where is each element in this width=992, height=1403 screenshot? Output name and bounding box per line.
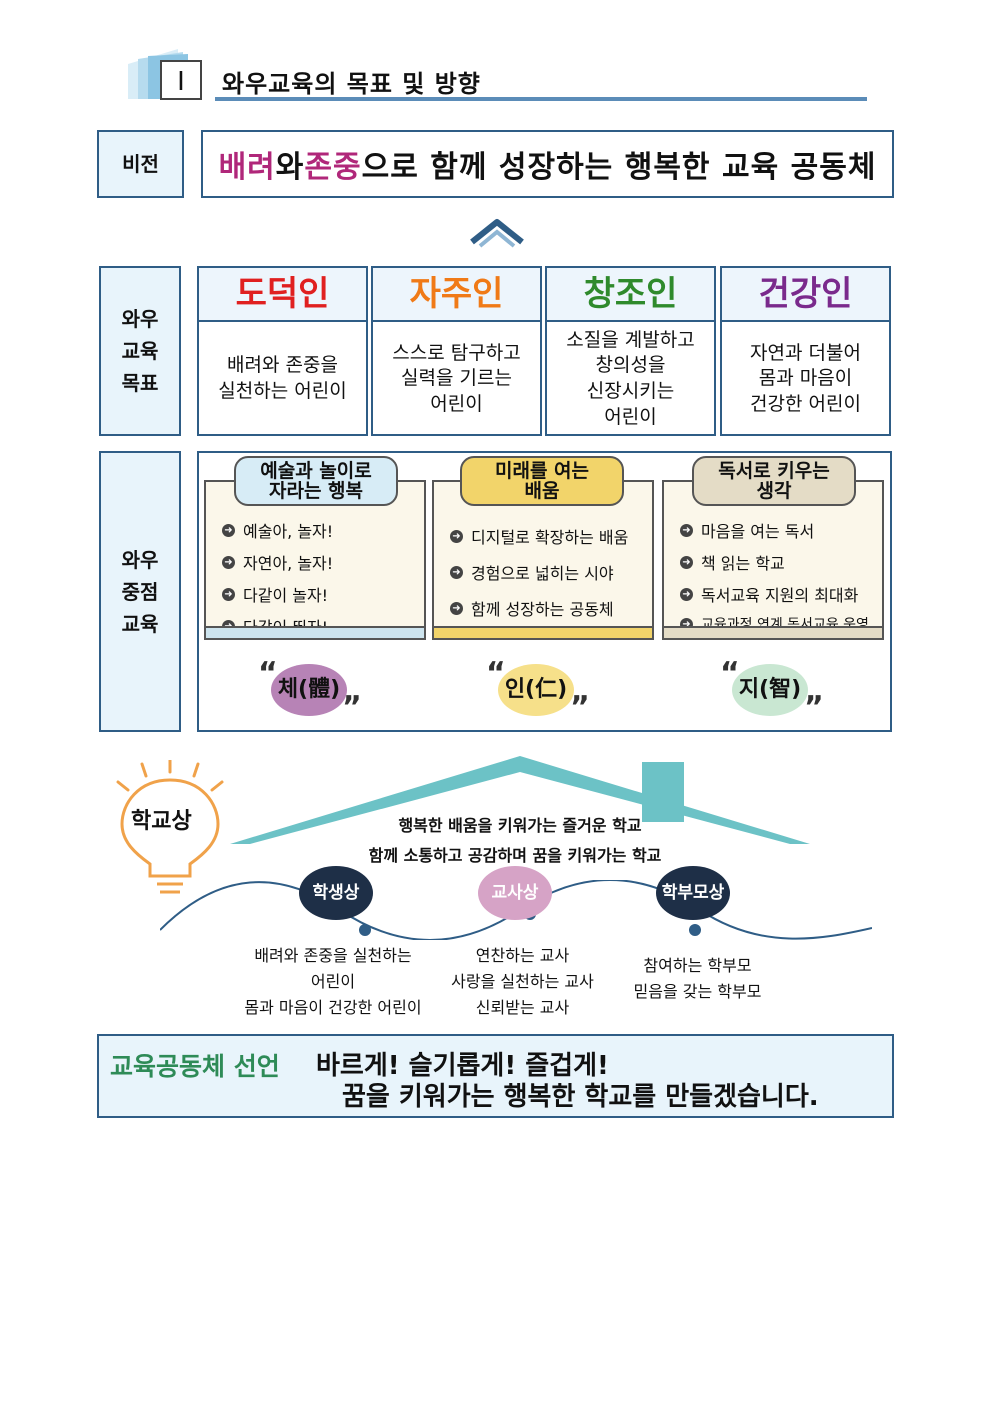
vision-word-consideration: 배려 xyxy=(218,150,276,185)
declaration-line-2: 꿈을 키워가는 행복한 학교를 만들겠습니다. xyxy=(342,1082,819,1112)
arrow-right-icon: ➜ xyxy=(450,601,463,615)
role-teacher: 교사상 xyxy=(478,866,552,920)
school-line-2: 함께 소통하고 공감하며 꿈을 키워가는 학교 xyxy=(368,846,662,865)
focus-card-reading: ➜마음을 여는 독서 ➜책 읽는 학교 ➜독서교육 지원의 최대화 ➜교육과정 … xyxy=(662,480,884,640)
page-title: 와우교육의 목표 및 방향 xyxy=(222,70,481,98)
goal-card-moral: 도덕인 배려와 존중을 실천하는 어린이 xyxy=(197,266,368,436)
quote-close-icon: ” xyxy=(804,690,824,725)
role-parent: 학부모상 xyxy=(656,866,730,920)
section-number: Ⅰ xyxy=(160,60,202,100)
school-line-1: 행복한 배움을 키워가는 즐거운 학교 xyxy=(398,816,642,835)
roof-icon xyxy=(230,756,810,844)
list-item: ➜경험으로 넓히는 시야 xyxy=(450,560,628,584)
vision-label: 비전 xyxy=(97,130,184,198)
focus-card-title: 독서로 키우는 생각 xyxy=(692,456,856,506)
arrow-right-icon: ➜ xyxy=(222,587,235,601)
focus-card-title: 예술과 놀이로 자라는 행복 xyxy=(234,456,398,506)
goal-title: 창조인 xyxy=(547,268,714,322)
goal-card-healthy: 건강인 자연과 더불어 몸과 마음이 건강한 어린이 xyxy=(720,266,891,436)
vision-statement: 배려 와 존중 으로 함께 성장하는 행복한 교육 공동체 xyxy=(201,130,894,198)
list-item: ➜마음을 여는 독서 xyxy=(680,518,869,542)
arrow-right-icon: ➜ xyxy=(222,523,235,537)
role-parent-desc: 참여하는 학부모 믿음을 갖는 학부모 xyxy=(633,956,762,1001)
arrow-right-icon: ➜ xyxy=(222,555,235,569)
goal-card-creative: 창조인 소질을 계발하고 창의성을 신장시키는 어린이 xyxy=(545,266,716,436)
goal-title: 건강인 xyxy=(722,268,889,322)
vision-text-rest: 으로 함께 성장하는 행복한 교육 공동체 xyxy=(361,150,877,185)
keyword-benevolence: 인(仁) xyxy=(498,664,574,716)
role-student-desc: 배려와 존중을 실천하는 어린이 몸과 마음이 건강한 어린이 xyxy=(244,946,422,1017)
goals-label: 와우 교육 목표 xyxy=(99,266,181,436)
focus-card-title: 미래를 여는 배움 xyxy=(460,456,624,506)
title-underline xyxy=(215,97,867,101)
vision-word-respect: 존중 xyxy=(304,150,362,185)
arrow-right-icon: ➜ xyxy=(680,587,693,601)
keyword-body: 체(體) xyxy=(271,664,347,716)
goal-description: 소질을 계발하고 창의성을 신장시키는 어린이 xyxy=(566,328,695,428)
declaration-line-1: 바르게! 슬기롭게! 즐겁게! xyxy=(316,1051,609,1081)
focus-list: ➜마음을 여는 독서 ➜책 읽는 학교 ➜독서교육 지원의 최대화 ➜교육과정 … xyxy=(680,518,869,642)
list-item: ➜디지털로 확장하는 배움 xyxy=(450,524,628,548)
card-strip xyxy=(434,626,652,638)
lightbulb-icon xyxy=(116,760,224,894)
goal-card-independent: 자주인 스스로 탐구하고 실력을 기르는 어린이 xyxy=(371,266,542,436)
goal-description: 스스로 탐구하고 실력을 기르는 어린이 xyxy=(392,341,521,415)
goal-description: 배려와 존중을 실천하는 어린이 xyxy=(218,354,347,402)
role-teacher-desc: 연찬하는 교사 사랑을 실천하는 교사 신뢰받는 교사 xyxy=(451,946,594,1017)
arrow-right-icon: ➜ xyxy=(680,555,693,569)
goal-title: 자주인 xyxy=(373,268,540,322)
quote-close-icon: ” xyxy=(342,690,362,725)
focus-card-future: ➜디지털로 확장하는 배움 ➜경험으로 넓히는 시야 ➜함께 성장하는 공동체 xyxy=(432,480,654,640)
declaration-label: 교육공동체 선언 xyxy=(110,1052,280,1081)
arrow-right-icon: ➜ xyxy=(450,529,463,543)
list-item: ➜책 읽는 학교 xyxy=(680,550,869,574)
keyword-wisdom: 지(智) xyxy=(732,664,808,716)
role-student: 학생상 xyxy=(299,866,373,920)
goal-description: 자연과 더불어 몸과 마음이 건강한 어린이 xyxy=(750,341,861,415)
quote-close-icon: ” xyxy=(570,690,590,725)
list-item: ➜다같이 놀자! xyxy=(222,582,333,606)
list-item: ➜예술아, 놀자! xyxy=(222,518,333,542)
card-strip xyxy=(206,626,424,638)
list-item: ➜함께 성장하는 공동체 xyxy=(450,596,628,620)
focus-list: ➜디지털로 확장하는 배움 ➜경험으로 넓히는 시야 ➜함께 성장하는 공동체 xyxy=(450,524,628,628)
card-strip xyxy=(664,626,882,638)
focus-label: 와우 중점 교육 xyxy=(99,451,181,732)
list-item: ➜독서교육 지원의 최대화 xyxy=(680,582,869,606)
school-image-label: 학교상 xyxy=(131,809,192,834)
goal-title: 도덕인 xyxy=(199,268,366,322)
vision-text-and: 와 xyxy=(275,150,305,185)
list-item: ➜자연아, 놀자! xyxy=(222,550,333,574)
arrow-right-icon: ➜ xyxy=(680,523,693,537)
arrow-right-icon: ➜ xyxy=(450,565,463,579)
declaration-box xyxy=(97,1034,894,1118)
chevron-up-icon xyxy=(470,219,524,248)
